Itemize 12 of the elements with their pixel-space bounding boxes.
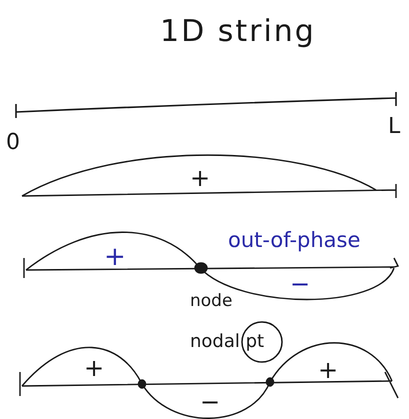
annotation-text: node bbox=[190, 293, 232, 310]
sign-label: + bbox=[84, 356, 104, 380]
sign-label: + bbox=[104, 244, 126, 270]
sign-label: + bbox=[318, 358, 338, 382]
sign-label: + bbox=[190, 166, 210, 190]
sign-label: − bbox=[200, 390, 220, 414]
sign-label: − bbox=[290, 272, 310, 296]
annotation-text: out-of-phase bbox=[228, 230, 360, 251]
title: 1D string bbox=[160, 14, 316, 49]
annotation-text: nodal pt bbox=[190, 333, 264, 351]
endpoint-label: L bbox=[388, 116, 400, 138]
endpoint-label: 0 bbox=[6, 132, 20, 154]
